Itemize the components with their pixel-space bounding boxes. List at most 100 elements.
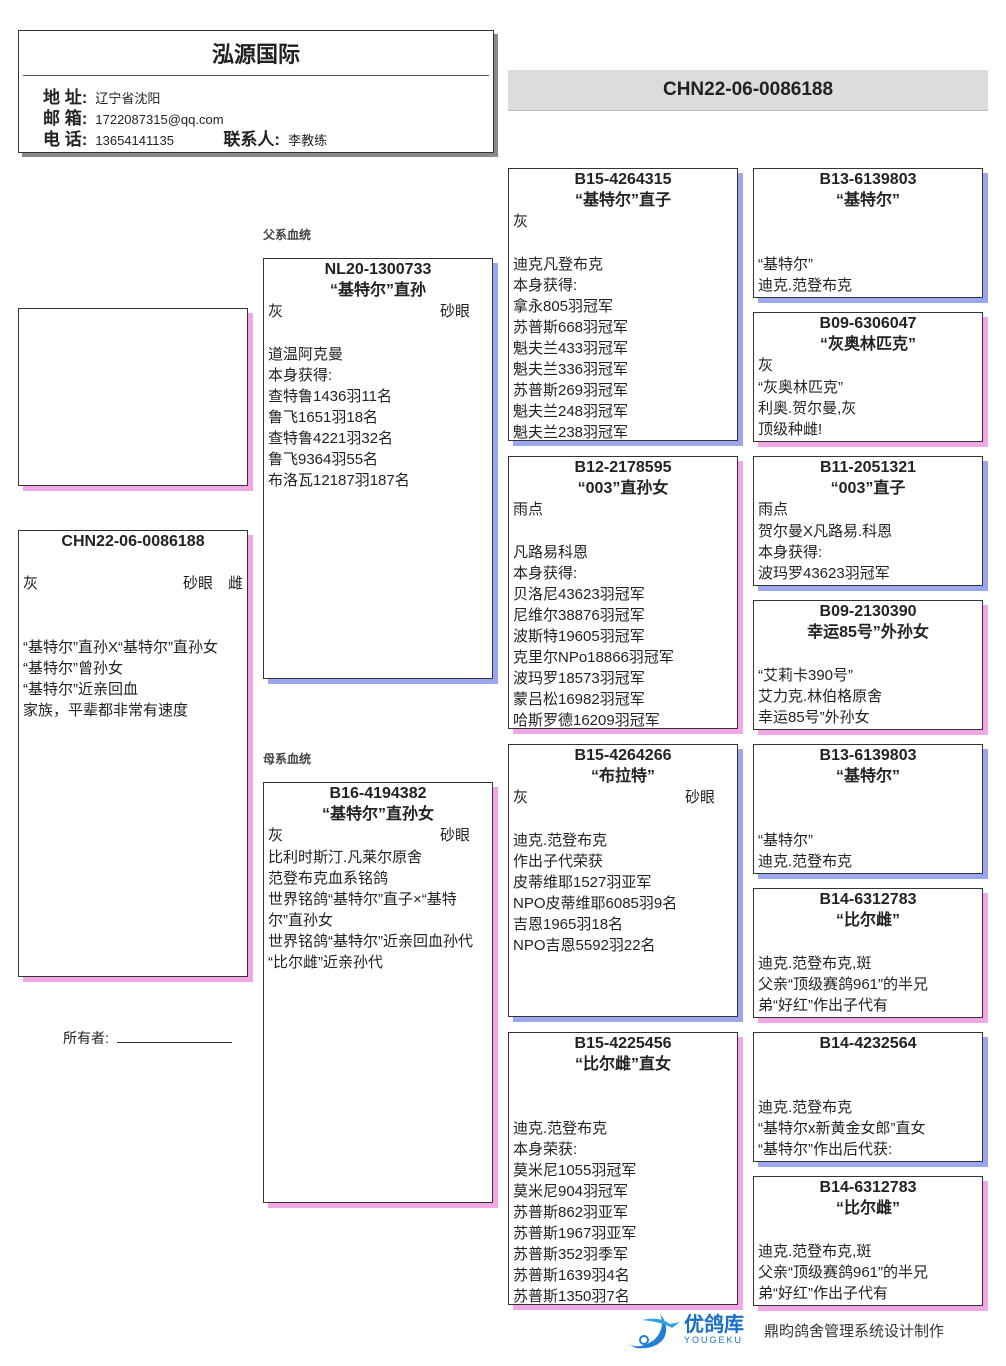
- info-line: “基特尔”: [758, 832, 813, 849]
- info-line: 道温阿克曼: [268, 346, 344, 363]
- info-line: 布洛瓦12187羽187名: [268, 472, 410, 489]
- ring-number: CHN22-06-0086188: [61, 533, 205, 550]
- eye-sex: 砂眼: [439, 827, 470, 844]
- ring-number: B15-4264315: [574, 171, 672, 188]
- ring-number: B14-4232564: [819, 1035, 917, 1052]
- email-label: 邮 箱:: [43, 109, 88, 128]
- feather-color: 灰: [513, 789, 529, 806]
- info-line: [268, 323, 488, 344]
- info-line: “基特尔”: [758, 256, 813, 273]
- footer: 优鸽库 YOUGEKU 鼎昀鸽舍管理系统设计制作: [620, 1310, 944, 1350]
- feather-color: 灰: [23, 575, 39, 592]
- ring-number: B11-2051321: [819, 459, 917, 476]
- email-value: 1722087315@qq.com: [95, 112, 224, 127]
- eye-sex: 砂眼: [684, 789, 715, 806]
- info-line: 魁夫兰238羽冠军: [513, 424, 629, 441]
- info-line: 弟“好红”作出子代有: [758, 997, 888, 1014]
- info-line: “艾莉卡390号”: [758, 667, 854, 684]
- ring-number: B12-2178595: [574, 459, 672, 476]
- logo-text: 优鸽库: [684, 1314, 744, 1336]
- info-line: 蒙吕松16982羽冠军: [513, 691, 645, 708]
- info-line: 拿永805羽冠军: [513, 298, 614, 315]
- logo-wordmark: 优鸽库 YOUGEKU: [684, 1315, 744, 1345]
- color-eye-row: [758, 787, 978, 809]
- info-line: 莫米尼1055羽冠军: [513, 1162, 637, 1179]
- ring-number: B15-4264266: [574, 747, 672, 764]
- ring-number: B15-4225456: [574, 1035, 672, 1052]
- info-line: 查特鲁4221羽32名: [268, 430, 394, 447]
- info-line: 迪克.范登布克,斑: [758, 1243, 872, 1260]
- info-line: “基特尔”曾孙女: [23, 660, 123, 677]
- feather-color: 雨点: [758, 501, 789, 518]
- logo-subtext: YOUGEKU: [684, 1335, 744, 1345]
- pigeon-card-sd: B12-2178595“003”直孙女雨点凡路易科恩本身获得:贝洛尼43623羽…: [508, 456, 738, 729]
- photo-box: [18, 308, 248, 486]
- pigeon-name: [758, 1054, 978, 1075]
- pigeon-name: “基特尔”: [835, 192, 900, 209]
- ring-number: B09-6306047: [819, 315, 917, 332]
- pigeon-name: “比尔雌”: [835, 1200, 900, 1217]
- info-line: 迪克.范登布克: [758, 1099, 853, 1116]
- eye-sex: 砂眼 雌: [182, 575, 243, 592]
- pigeon-name: “基特尔”直子: [574, 192, 671, 209]
- color-eye-row: 灰 砂眼: [513, 787, 733, 809]
- info-line: 皮蒂维耶1527羽亚军: [513, 874, 652, 891]
- info-line: 鲁飞1651羽18名: [268, 409, 379, 426]
- address-value: 辽宁省沈阳: [95, 91, 161, 106]
- info-line: “灰奥林匹克”: [758, 379, 843, 396]
- info-line: 艾力克.林伯格原舍: [758, 688, 883, 705]
- pigeon-name: “比尔雌”: [835, 912, 900, 929]
- color-eye-row: 灰: [513, 211, 733, 233]
- loft-name: 泓源国际: [211, 42, 300, 67]
- info-line: 波玛罗18573羽冠军: [513, 670, 645, 687]
- info-line: 本身获得:: [268, 367, 333, 384]
- feather-color: 灰: [268, 303, 284, 320]
- info-line: [758, 233, 978, 254]
- info-line: 范登布克血系铭鸽: [268, 870, 389, 887]
- color-eye-row: 灰砂眼: [268, 301, 488, 323]
- pigeon-name: “基特尔”直孙女: [321, 806, 434, 823]
- color-eye-row: 雨点: [758, 499, 978, 521]
- info-line: 苏普斯1350羽7名: [513, 1288, 630, 1305]
- dam-section-label: 母系血统: [263, 752, 312, 766]
- credit-text: 鼎昀鸽舍管理系统设计制作: [764, 1322, 945, 1340]
- color-eye-row: [513, 1075, 733, 1097]
- color-eye-row: [758, 931, 978, 953]
- pigeon-card-ss: B15-4264315“基特尔”直子灰迪克凡登布克本身获得:拿永805羽冠军苏普…: [508, 168, 738, 441]
- owner-field: 所有者:: [63, 1028, 232, 1048]
- info-line: 利奥.贺尔曼,灰: [758, 400, 857, 417]
- color-eye-row: 灰: [758, 355, 978, 377]
- info-line: [513, 1097, 733, 1118]
- info-line: “比尔雌”近亲孙代: [268, 954, 383, 971]
- info-line: [758, 809, 978, 830]
- info-line: 本身荣获:: [758, 296, 978, 297]
- info-line: 尼维尔38876羽冠军: [513, 607, 645, 624]
- info-line: 父亲“顶级赛鸽961”的半兄: [758, 976, 929, 993]
- pigeon-name: “比尔雌”直女: [574, 1056, 671, 1073]
- info-line: 贺尔曼X凡路易.科恩: [758, 523, 893, 540]
- info-line: 苏普斯352羽季军: [513, 1246, 629, 1263]
- info-line: “基特尔x新黄金女郎”直女: [758, 1120, 926, 1137]
- ring-number: NL20-1300733: [324, 261, 432, 278]
- info-line: 查特鲁1436羽11名: [268, 388, 392, 405]
- contact-value: 李教练: [288, 133, 328, 148]
- address-label: 地 址:: [43, 88, 88, 107]
- info-line: 魁夫兰336羽冠军: [513, 361, 629, 378]
- pigeon-card-ds: B15-4264266“布拉特”灰砂眼迪克.范登布克作出子代荣获皮蒂维耶1527…: [508, 744, 738, 1017]
- info-line: 鲁飞9364羽55名: [268, 451, 379, 468]
- info-line: NPO皮蒂维耶6085羽9名: [513, 895, 678, 912]
- divider: [23, 75, 489, 76]
- info-line: 迪克.范登布克: [513, 832, 608, 849]
- info-line: [513, 809, 733, 830]
- pigeon-name: “003”直子: [830, 480, 906, 497]
- pigeon-card-ssd: B09-6306047“灰奥林匹克”灰“灰奥林匹克”利奥.贺尔曼,灰顶级种雌!: [753, 312, 983, 442]
- info-line: [513, 521, 733, 542]
- info-line: 本身荣获:: [758, 872, 978, 873]
- address-line: 地 址: 辽宁省沈阳: [43, 83, 160, 108]
- info-line: 比利时斯汀.凡莱尔原舍: [268, 849, 423, 866]
- pigeon-name: “基特尔”: [835, 768, 900, 785]
- info-line: 本身荣获:: [513, 1141, 578, 1158]
- owner-label: 所有者:: [63, 1030, 109, 1046]
